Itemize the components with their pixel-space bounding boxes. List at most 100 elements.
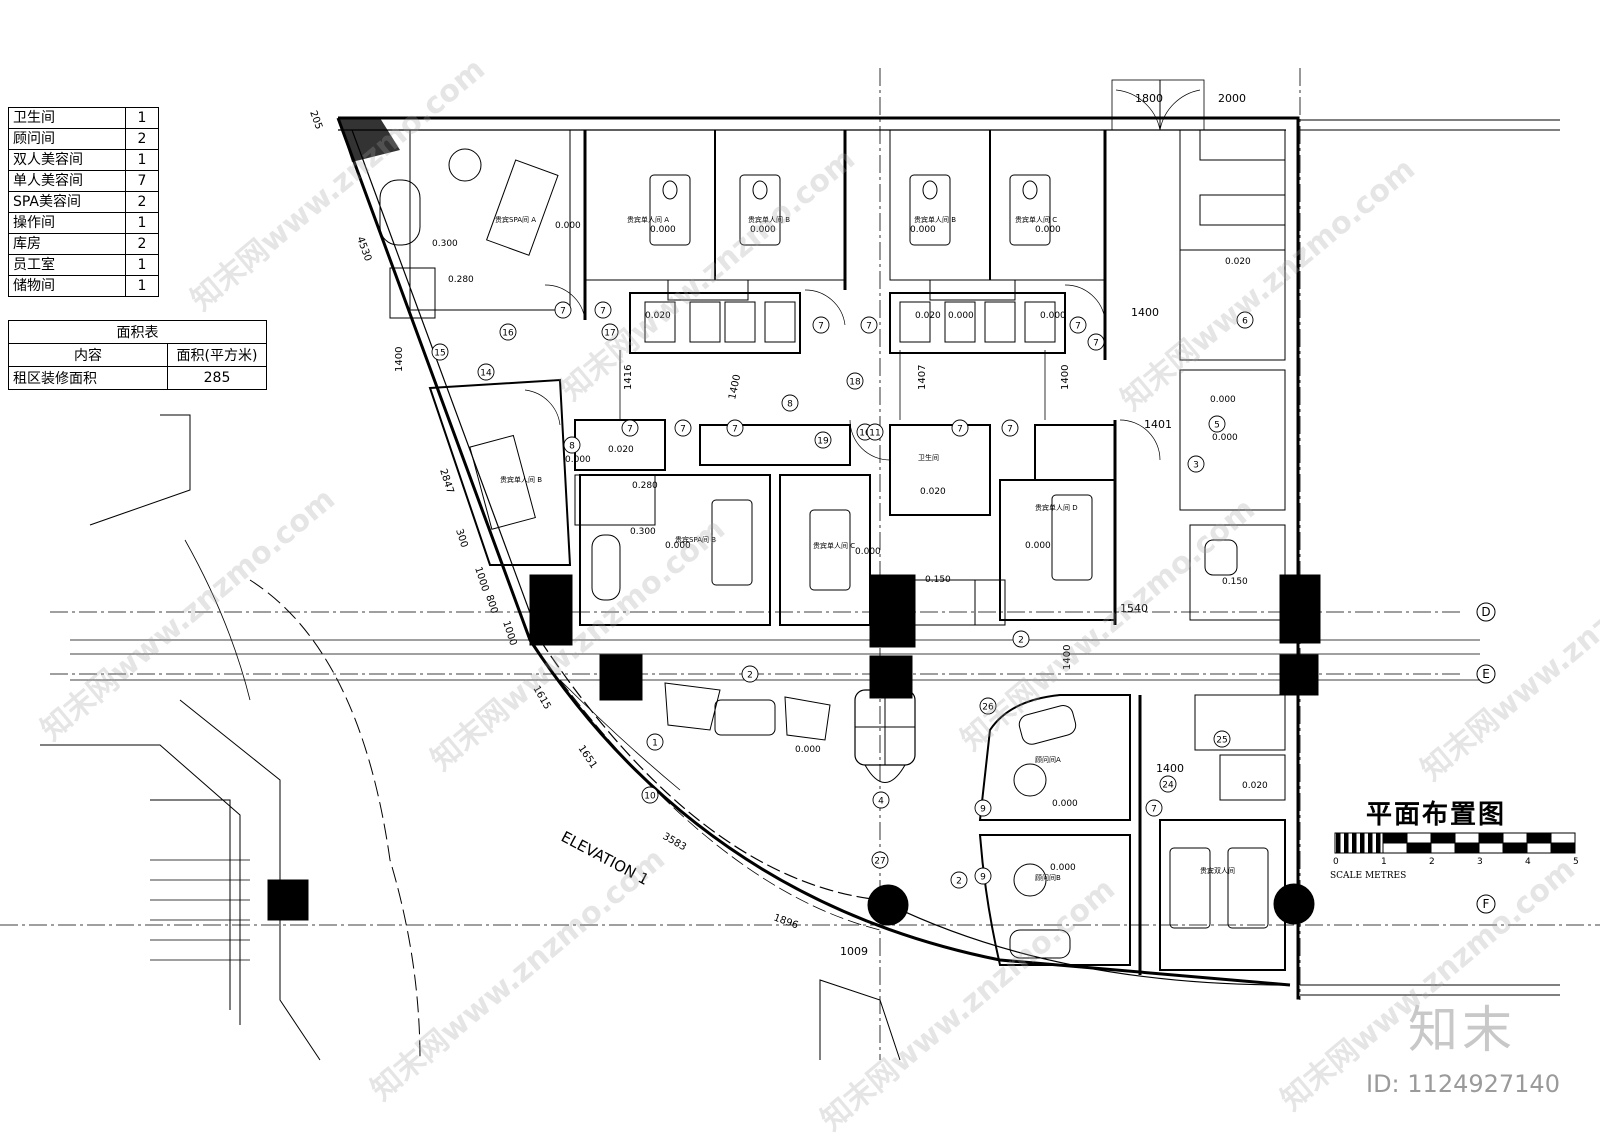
callout-circle [979, 697, 997, 715]
callout-number: 7 [866, 322, 872, 332]
callout-marker: 24 [1159, 775, 1177, 793]
elevation-label: 0.150 [925, 575, 951, 585]
dimension-label: 300 [453, 528, 469, 550]
callout-circle [554, 301, 572, 319]
callout-marker: 15 [431, 343, 449, 361]
callout-marker: 2 [1012, 630, 1030, 648]
callout-number: 17 [604, 329, 615, 339]
callout-number: 26 [982, 703, 994, 713]
callout-number: 16 [502, 329, 514, 339]
callout-circle [594, 301, 612, 319]
callout-marker: 3 [1187, 455, 1205, 473]
callout-circle [1145, 799, 1163, 817]
dimension-label: 1400 [1131, 306, 1159, 319]
callout-number: 7 [732, 425, 738, 435]
callout-number: 7 [1151, 805, 1157, 815]
room-mark: 贵宾SPA间 A [495, 215, 536, 224]
callout-marker: 6 [1236, 311, 1254, 329]
callout-circle [974, 799, 992, 817]
image-id: ID: 1124927140 [1366, 1070, 1560, 1098]
dimension-label: 1416 [623, 365, 634, 390]
callout-marker: 7 [860, 316, 878, 334]
elevation-label: 0.150 [1222, 577, 1248, 587]
callout-circle [872, 791, 890, 809]
room-type: 储物间 [8, 275, 126, 297]
elevation-label: 0.300 [432, 239, 458, 249]
callout-number: 7 [560, 307, 566, 317]
callout-circle [871, 851, 889, 869]
room-type: 双人美容间 [8, 149, 126, 171]
elevation-label: 0.280 [448, 275, 474, 285]
room-mark: 贵宾双人间 [1200, 866, 1235, 875]
callout-number: 9 [980, 805, 986, 815]
grid-axis-label: E [1482, 667, 1490, 681]
room-mark: 贵宾单人间 A [627, 215, 669, 224]
elevation-label: 0.000 [1210, 395, 1236, 405]
scale-number: 4 [1525, 857, 1531, 867]
callout-marker: 7 [726, 419, 744, 437]
callout-circle [499, 323, 517, 341]
callout-number: 19 [817, 437, 829, 447]
callout-marker: 25 [1213, 730, 1231, 748]
callout-marker: 7 [951, 419, 969, 437]
callout-number: 7 [1007, 425, 1013, 435]
callout-circle [846, 372, 864, 390]
callout-number: 2 [1018, 636, 1024, 646]
room-count: 2 [125, 128, 159, 150]
elevation-label: 0.020 [920, 487, 946, 497]
area-col-area: 面积(平方米) [167, 343, 267, 367]
callout-circle [1236, 311, 1254, 329]
room-type: 员工室 [8, 254, 126, 276]
elevation-label: 0.020 [645, 311, 671, 321]
callout-number: 7 [680, 425, 686, 435]
callout-number: 2 [747, 671, 753, 681]
callout-circle [812, 316, 830, 334]
callout-circle [726, 419, 744, 437]
scale-number: 2 [1429, 857, 1435, 867]
callout-marker: 2 [741, 665, 759, 683]
callout-number: 1 [652, 739, 658, 749]
callout-number: 14 [480, 369, 492, 379]
room-type: SPA美容间 [8, 191, 126, 213]
room-count: 1 [125, 149, 159, 171]
callout-circle [1187, 455, 1205, 473]
callout-number: 7 [1093, 339, 1099, 349]
plan-title: 平面布置图 [1366, 800, 1507, 830]
callout-circle [866, 423, 884, 441]
elevation-label: 0.020 [608, 445, 634, 455]
dimension-label: 1800 [1135, 92, 1163, 105]
callout-marker: 1 [646, 733, 664, 751]
callout-number: 7 [1075, 322, 1081, 332]
elevation-label: 0.000 [855, 547, 881, 557]
dimension-label: 1400 [1062, 645, 1073, 670]
callout-circle [431, 343, 449, 361]
room-type: 顾问间 [8, 128, 126, 150]
elevation-label: 0.000 [1025, 541, 1051, 551]
room-count: 2 [125, 233, 159, 255]
scale-number: 3 [1477, 857, 1483, 867]
room-mark: 顾问间B [1035, 874, 1061, 882]
callout-marker: 8 [781, 394, 799, 412]
callout-number: 24 [1162, 781, 1174, 791]
callout-number: 4 [878, 797, 884, 807]
dimension-label: 1407 [917, 365, 928, 390]
callout-circle [951, 419, 969, 437]
callout-marker: 7 [554, 301, 572, 319]
callout-marker: 8 [563, 436, 581, 454]
room-mark: 贵宾单人间 B [914, 215, 956, 224]
dimension-label: 1401 [1144, 418, 1172, 431]
callout-circle [1001, 419, 1019, 437]
callout-marker: 7 [1001, 419, 1019, 437]
callout-circle [1208, 415, 1226, 433]
callout-number: 8 [569, 442, 575, 452]
elevation-label: 0.000 [1040, 311, 1066, 321]
callout-marker: 16 [499, 323, 517, 341]
elevation-label: 0.000 [1052, 799, 1078, 809]
dimension-label: 2847 [437, 468, 455, 496]
